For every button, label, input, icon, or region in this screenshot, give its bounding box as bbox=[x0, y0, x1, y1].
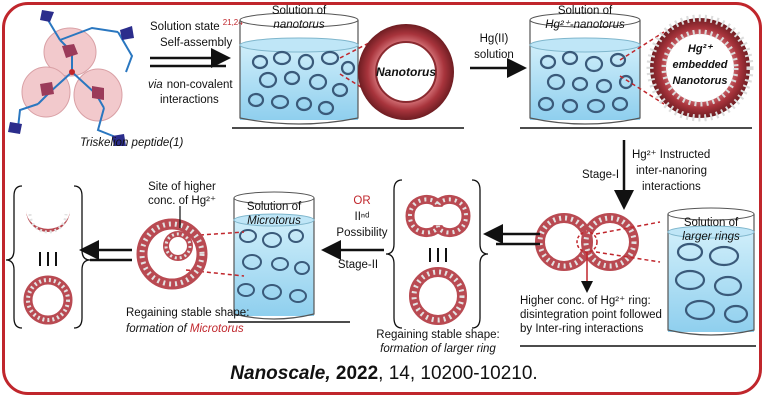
beaker4-label-1: Solution of bbox=[247, 201, 302, 213]
microtorus-formation-illustration bbox=[136, 218, 208, 290]
stage2-text-3: Stage-II bbox=[338, 259, 378, 271]
beaker4-label-2: Microtorus bbox=[247, 215, 301, 227]
zoom-line-e bbox=[595, 221, 661, 235]
stage2-or: OR bbox=[353, 195, 370, 207]
zoom-line-c bbox=[619, 31, 665, 61]
embedded-label-1: Hg²⁺ bbox=[688, 43, 713, 55]
hg-embedded-nanotorus-illustration bbox=[646, 14, 754, 122]
hgring-text-1: Higher conc. of Hg²⁺ ring: bbox=[520, 295, 651, 307]
embedded-label-2: embedded bbox=[672, 59, 727, 71]
equivalence-mark-larger bbox=[429, 248, 447, 262]
beaker2-label-1: Solution of bbox=[558, 5, 613, 17]
citation: Nanoscale, 2022, 14, 10200-10210. bbox=[0, 363, 768, 385]
stage1-text-2: inter-nanoring bbox=[636, 165, 707, 177]
stage1-label: Stage-I bbox=[582, 169, 619, 181]
step1-text-2: Self-assembly bbox=[160, 37, 232, 49]
citation-year: 2022 bbox=[335, 363, 379, 384]
hgring-text-2: disintegration point followed bbox=[520, 309, 662, 321]
zoom-line-f bbox=[595, 251, 661, 263]
crescent-ring-illustration bbox=[26, 210, 70, 234]
site-text-2: conc. of Hg²⁺ bbox=[148, 195, 216, 207]
bracket-micro-left bbox=[5, 185, 23, 329]
beaker-nanotorus bbox=[239, 12, 359, 125]
stage2-text-1: IIⁿᵈ bbox=[355, 211, 370, 223]
step2-text-1: Hg(II) bbox=[480, 33, 509, 45]
step1-text-4: interactions bbox=[160, 94, 219, 106]
equivalence-mark-micro bbox=[39, 252, 57, 266]
beaker3-label-1: Solution of bbox=[684, 217, 739, 229]
bracket-larger-right bbox=[471, 179, 489, 329]
larger-text-1: Regaining stable shape: bbox=[376, 329, 499, 341]
zoom-line-a bbox=[339, 31, 391, 59]
bracket-micro-right bbox=[73, 185, 91, 329]
larger-ring-illustration bbox=[409, 267, 467, 325]
peanut-ring-illustration bbox=[405, 195, 471, 237]
nanotorus-label: Nanotorus bbox=[376, 65, 436, 79]
site-text-1: Site of higher bbox=[148, 181, 216, 193]
stage2-text-2: Possibility bbox=[336, 227, 387, 239]
micro-text-1: Regaining stable shape: bbox=[126, 307, 249, 319]
peptide-label: Triskelion peptide(1) bbox=[80, 137, 184, 149]
larger-text-2: formation of larger ring bbox=[380, 343, 496, 355]
embedded-label-3: Nanotorus bbox=[673, 75, 728, 87]
citation-journal: Nanoscale, bbox=[230, 363, 331, 384]
stage1-text-3: interactions bbox=[642, 181, 701, 193]
step2-text-2: solution bbox=[474, 49, 514, 61]
beaker-hg-nanotorus bbox=[529, 12, 641, 125]
zoom-line-d bbox=[619, 75, 665, 105]
microtorus-ring-illustration bbox=[23, 275, 73, 325]
beaker1-label-2: nanotorus bbox=[273, 19, 324, 31]
beaker3-label-2: larger rings bbox=[682, 231, 740, 243]
beaker-larger-rings bbox=[667, 207, 755, 336]
bracket-larger-left bbox=[385, 179, 403, 329]
beaker1-label-1: Solution of bbox=[272, 5, 327, 17]
micro-text-2: formation of Microtorus bbox=[126, 323, 244, 335]
beaker2-label-2: Hg²⁺-nanotorus bbox=[545, 19, 625, 31]
joined-rings-illustration bbox=[535, 213, 639, 271]
nanotorus-illustration bbox=[358, 24, 454, 120]
triskelion-peptide-diagram bbox=[8, 10, 134, 146]
citation-rest: , 14, 10200-10210. bbox=[378, 363, 538, 384]
hgring-text-3: by Inter-ring interactions bbox=[520, 323, 644, 335]
stage1-text-1: Hg²⁺ Instructed bbox=[632, 149, 710, 161]
beaker-microtorus bbox=[233, 191, 315, 320]
